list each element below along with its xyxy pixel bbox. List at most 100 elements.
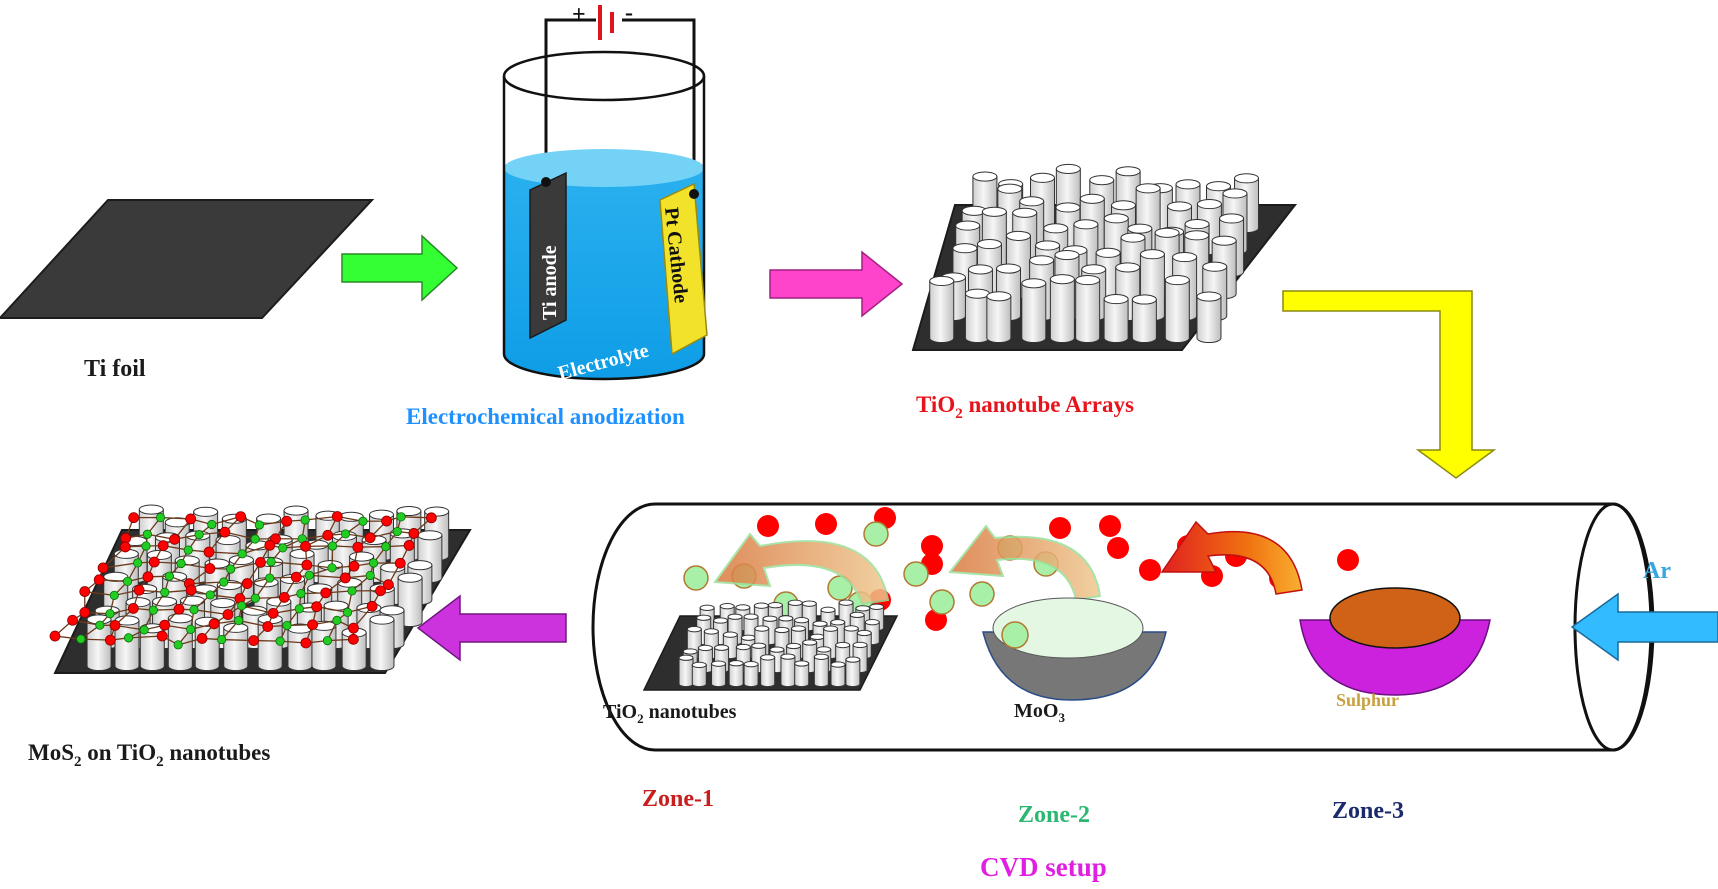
battery-plus-sign: +: [572, 2, 586, 28]
mos2-bead-green: [105, 609, 115, 619]
flow-arc-right: [1160, 520, 1303, 595]
particle-red: [757, 515, 779, 537]
mos2-bead-green: [207, 519, 217, 530]
nanotube-small: [845, 656, 861, 688]
cvd-setup-label: CVD setup: [980, 852, 1107, 882]
mos2-network: [49, 511, 437, 650]
mos2-bead-red: [148, 556, 160, 568]
beaker-rim: [502, 50, 706, 102]
mos2-bead-red: [366, 600, 378, 612]
mos2-bead-green: [322, 636, 333, 646]
mos2-bead-green: [142, 529, 152, 539]
mos2-bead-green: [294, 604, 304, 614]
mos2-bead-green: [226, 564, 236, 574]
particle-red: [1337, 549, 1359, 571]
ti-foil-panel: Ti foil: [0, 199, 375, 382]
particle-red: [1139, 559, 1161, 581]
mos2-bead-red: [219, 526, 231, 538]
mos2-bead-red: [347, 633, 359, 645]
mos2-bead-red: [142, 571, 154, 583]
mos2-bead-red: [208, 618, 220, 630]
mos2-bead-red: [300, 637, 312, 649]
mos2-bead-red: [97, 562, 109, 574]
moo3-label: MoO3: [1014, 700, 1065, 725]
mos2-bead-red: [67, 614, 78, 626]
arrow-green-icon: [341, 234, 459, 302]
mos2-bead-green: [186, 624, 196, 634]
arrow-yellow-icon: [1282, 290, 1497, 479]
mos2-bead-green: [365, 570, 375, 581]
electrolyte-surface: [504, 149, 704, 187]
nanotube-mos2: [369, 614, 395, 672]
mos2-bead-red: [381, 515, 392, 527]
mos2-bead-red: [408, 528, 420, 539]
mos2-bead-green: [300, 515, 310, 525]
nanotube-small: [780, 653, 796, 688]
mos2-bead-green: [278, 543, 288, 553]
nanotube-small: [711, 660, 727, 688]
tio2-arrays-label: TiO2 nanotube Arrays: [916, 392, 1134, 422]
mos2-bead-red: [159, 619, 171, 631]
mos2-bead-red: [173, 603, 185, 615]
mos2-bead-red: [156, 630, 168, 642]
mos2-bond: [189, 581, 224, 585]
nanotube: [1131, 294, 1157, 344]
sulphur-label: Sulphur: [1336, 690, 1399, 710]
mos2-bead-red: [127, 602, 139, 614]
nanotube-mos2: [223, 622, 249, 672]
mos2-bond: [193, 609, 229, 616]
zone1-label: Zone-1: [642, 786, 714, 812]
mos2-bead-red: [157, 540, 169, 552]
mos2-bead-green: [275, 636, 285, 646]
mos2-bead-green: [219, 577, 229, 587]
zone3-label: Zone-3: [1332, 798, 1404, 824]
mos2-bead-green: [254, 520, 264, 530]
mos2-bead-green: [368, 558, 379, 568]
mos2-bond: [102, 562, 138, 569]
nanotube-small: [691, 661, 707, 688]
mos2-bead-green: [266, 557, 276, 567]
mos2-bead-green: [95, 620, 105, 630]
particle-red: [1049, 517, 1071, 539]
mos2-bead-red: [322, 529, 334, 541]
sulphur-powder: [1329, 587, 1461, 649]
mos2-bead-green: [237, 549, 247, 559]
mos2-bead-green: [392, 526, 402, 537]
mos2-bead-red: [262, 621, 274, 632]
mos2-bond: [241, 605, 274, 614]
nanotube: [964, 288, 990, 344]
mos2-bead-red: [394, 557, 406, 569]
nanotube: [1075, 275, 1101, 344]
mos2-bead-red: [185, 584, 197, 596]
particle-green: [903, 561, 929, 587]
mos2-bead-green: [139, 625, 149, 635]
mos2-bead-green: [282, 620, 292, 631]
mos2-bond: [128, 635, 163, 639]
mos2-bead-red: [339, 572, 351, 584]
ti-anode-label: Ti anode: [539, 245, 561, 320]
mos2-bead-green: [327, 541, 338, 551]
mos2-bead-green: [124, 633, 134, 643]
mos2-bead-red: [375, 585, 386, 597]
ti-anode-plate: [529, 171, 567, 340]
mos2-bead-green: [250, 534, 260, 544]
zone1-nanotubes: [678, 599, 885, 688]
anode-contact-dot: [541, 177, 551, 187]
mos2-panel: MoS2 on TiO2 nanotubes: [28, 504, 472, 770]
anodization-label: Electrochemical anodization: [406, 404, 685, 429]
mos2-bead-green: [332, 615, 342, 625]
mos2-bead-red: [241, 578, 253, 589]
arrow-pink-icon: [769, 250, 904, 318]
mos2-bead-red: [301, 559, 313, 571]
moo3-powder: [992, 597, 1144, 659]
tio2-arrays-panel: TiO2 nanotube Arrays: [911, 163, 1298, 422]
mos2-bead-red: [169, 533, 180, 545]
ti-foil-label: Ti foil: [84, 356, 146, 382]
mos2-bead-green: [234, 615, 244, 626]
mos2-bead-green: [327, 563, 337, 573]
ar-label: Ar: [1643, 558, 1671, 584]
mos2-bead-green: [396, 512, 406, 522]
mos2-bead-red: [255, 556, 266, 568]
mos2-bead-red: [403, 540, 415, 551]
